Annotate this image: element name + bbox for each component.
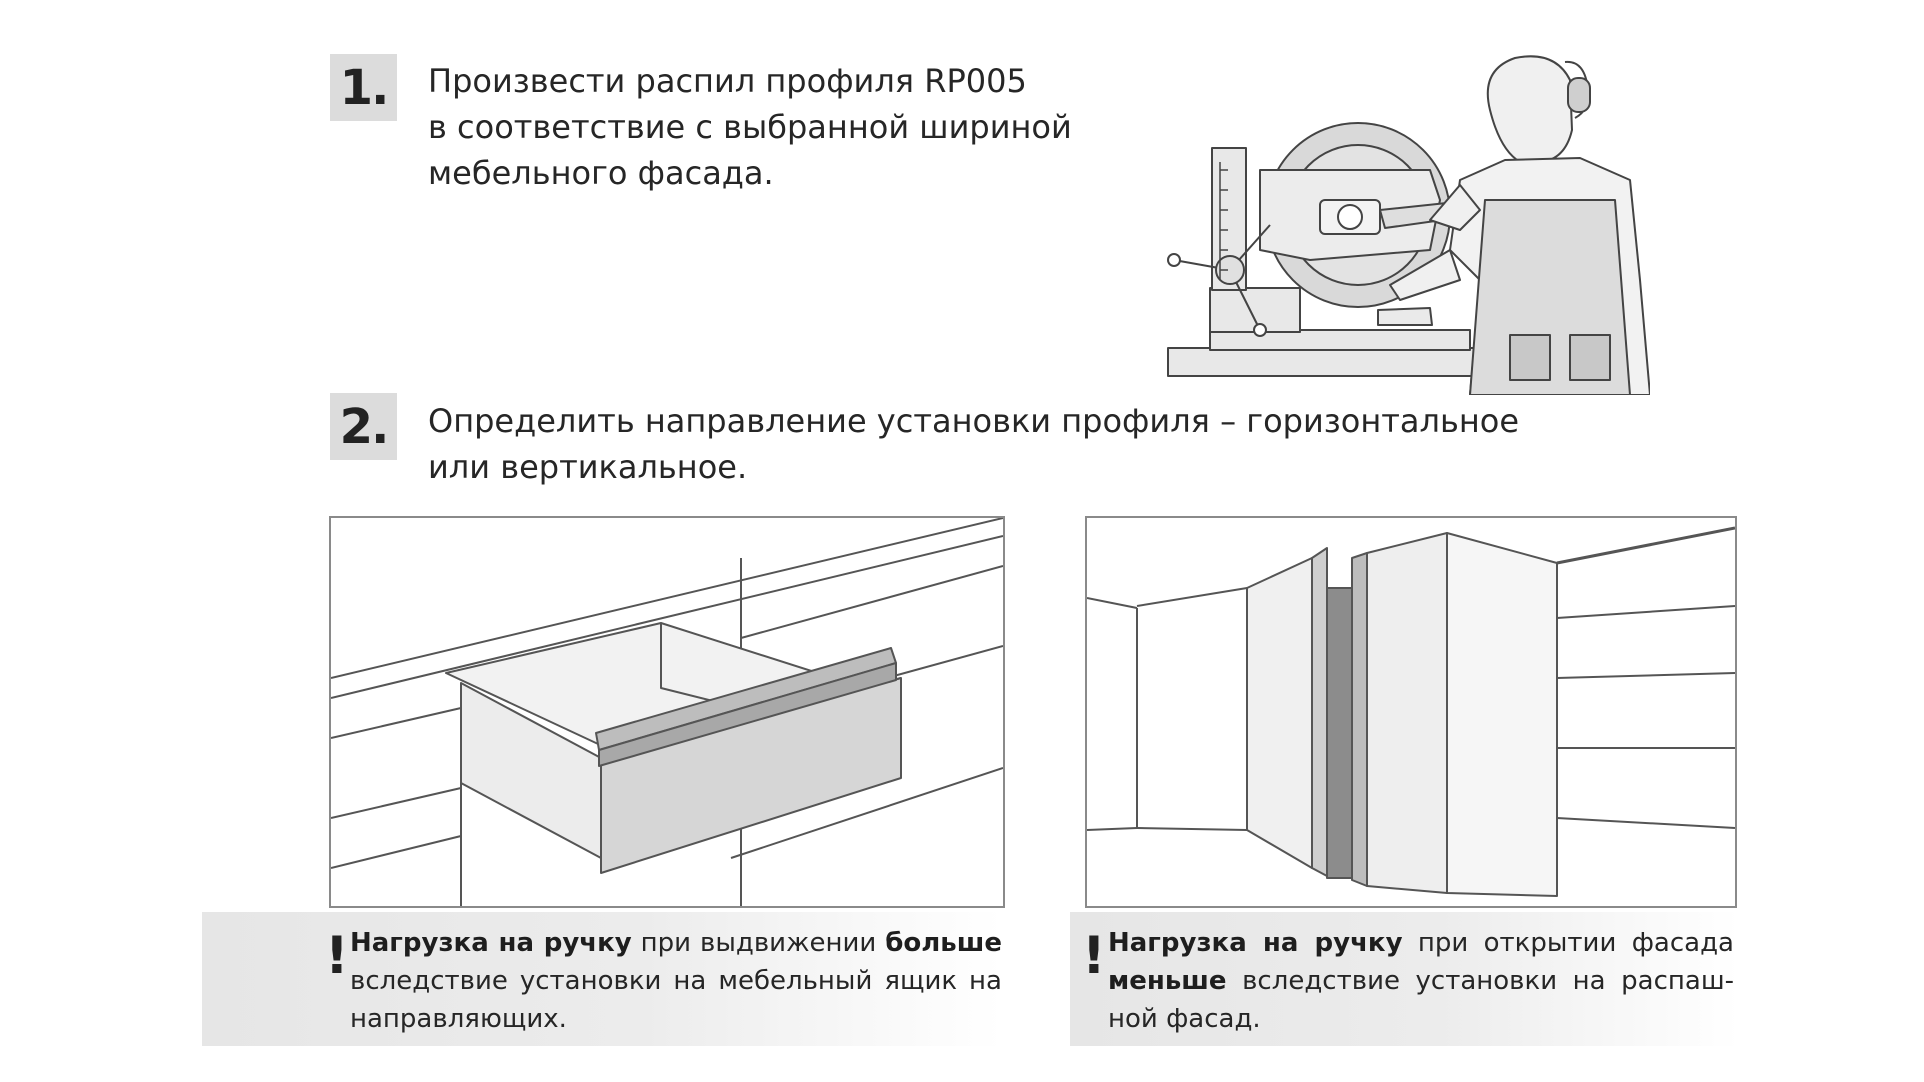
step-2-line-1: Определить направление установки профиля…	[428, 402, 1520, 440]
step-1-line-2: в соответствие с выбранной шириной	[428, 108, 1072, 146]
note-left	[202, 912, 1002, 1046]
step-1-line-1: Произвести распил профиля RP005	[428, 62, 1027, 100]
worker-with-miter-saw-illustration	[1167, 55, 1650, 395]
warning-exclamation-icon: !	[1082, 926, 1106, 986]
note-right-text-2: вследствие установки на распаш- ной фаса…	[1108, 966, 1734, 1034]
note-left-text-2: вследствие установки на мебельный ящик н…	[350, 966, 1002, 1034]
note-right-text: Нагрузка на ручку при открытии фасада ме…	[1108, 924, 1734, 1038]
note-left-bold-1: Нагрузка на ручку	[350, 928, 632, 958]
wardrobe-illustration-frame	[1085, 516, 1737, 908]
step-1-text: Произвести распил профиля RP005 в соотве…	[428, 58, 1072, 196]
note-right-bold-1: Нагрузка на ручку	[1108, 928, 1403, 958]
drawer-with-horizontal-handle-illustration	[331, 518, 1003, 906]
step-2-text: Определить направление установки профиля…	[428, 398, 1519, 490]
step-2-line-2: или вертикальное.	[428, 448, 748, 486]
note-right-bold-2: меньше	[1108, 966, 1227, 996]
drawer-illustration-frame	[329, 516, 1005, 908]
note-right-text-1: при открытии фасада	[1402, 928, 1734, 958]
step-2-number: 2.	[330, 393, 397, 460]
step-1-number: 1.	[330, 54, 397, 121]
note-left-text: Нагрузка на ручку при выдвижении больше …	[350, 924, 1002, 1038]
wardrobe-with-vertical-handle-illustration	[1087, 526, 1735, 897]
step-1-line-3: мебельного фасада.	[428, 154, 774, 192]
warning-exclamation-icon: !	[325, 926, 349, 986]
note-left-text-1: при выдвижении	[631, 928, 886, 958]
note-left-bold-2: больше	[885, 928, 1002, 958]
note-right	[1070, 912, 1740, 1046]
